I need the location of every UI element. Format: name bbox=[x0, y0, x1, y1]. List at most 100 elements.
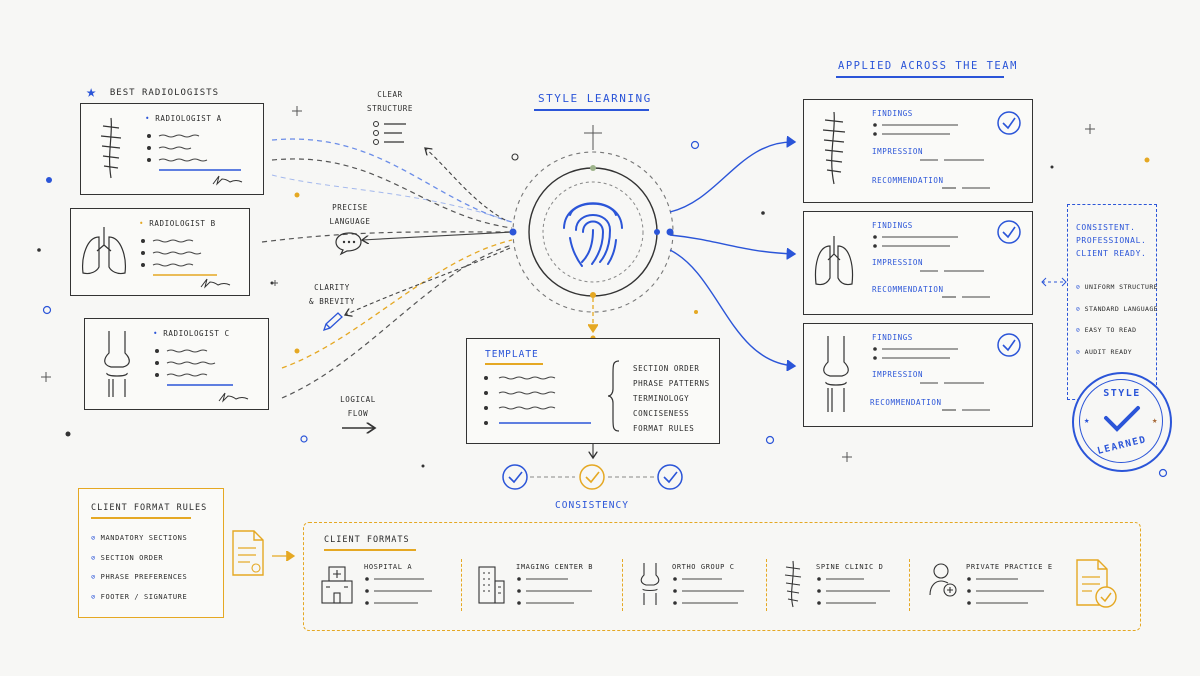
recommendation-label: Recommendation bbox=[872, 285, 944, 294]
spine-icon bbox=[822, 111, 846, 185]
approved-document-icon bbox=[1076, 559, 1117, 608]
client-rules-title: Client Format Rules bbox=[91, 503, 208, 513]
text-lines bbox=[365, 577, 432, 605]
findings-label: Findings bbox=[872, 221, 913, 230]
applied-underline bbox=[836, 76, 1004, 78]
radiologist-a-label: Radiologist A bbox=[155, 114, 222, 123]
text-lines bbox=[147, 134, 243, 186]
benefit-item: ⊘ Uniform Structure bbox=[1076, 283, 1158, 291]
impression-label: Impression bbox=[872, 258, 924, 267]
findings-label: Findings bbox=[872, 333, 913, 342]
client-ortho-group-c: Ortho Group C bbox=[672, 563, 735, 571]
client-private-practice-e: Private Practice E bbox=[966, 563, 1053, 571]
text-lines bbox=[484, 376, 591, 425]
stamp-top-text: Style bbox=[1103, 388, 1141, 399]
style-learning-underline bbox=[534, 109, 649, 111]
check-circle-icon: ⊘ bbox=[91, 592, 96, 601]
check-circle-icon: ⊘ bbox=[1076, 326, 1081, 334]
radiologist-b-label: Radiologist B bbox=[149, 219, 216, 228]
spine-icon bbox=[100, 117, 122, 179]
benefits-panel: Consistent. Professional. Client Ready. … bbox=[1067, 204, 1158, 400]
precise-language-label: Precise Language bbox=[329, 203, 371, 226]
check-circle-icon bbox=[997, 333, 1021, 357]
check-icon bbox=[1104, 406, 1140, 432]
radiologist-c-label: Radiologist C bbox=[163, 329, 230, 338]
findings-label: Findings bbox=[872, 109, 913, 118]
spine-icon bbox=[784, 560, 802, 608]
speech-bubble-icon bbox=[335, 232, 362, 256]
template-item: Conciseness bbox=[633, 409, 690, 418]
check-circle-icon bbox=[997, 111, 1021, 135]
rule-item: ⊘ Footer / Signature bbox=[91, 592, 188, 601]
best-radiologists-heading: ★ Best Radiologists bbox=[86, 82, 220, 102]
hospital-icon bbox=[321, 566, 353, 604]
lungs-icon bbox=[82, 227, 126, 275]
text-lines bbox=[155, 349, 249, 403]
template-item: Phrase Patterns bbox=[633, 379, 710, 388]
radiologist-card-c: • Radiologist C bbox=[84, 318, 269, 410]
template-item: Section Order bbox=[633, 364, 700, 373]
text-lines bbox=[873, 235, 990, 298]
client-formats-title: Client Formats bbox=[324, 535, 410, 545]
client-rules-list: ⊘ Mandatory Sections ⊘ Section Order ⊘ P… bbox=[91, 529, 187, 607]
text-lines bbox=[517, 577, 592, 605]
template-card: Template Section Order Phrase Patterns T… bbox=[466, 338, 720, 444]
template-title: Template bbox=[485, 349, 539, 360]
check-circle-icon: ⊘ bbox=[91, 534, 96, 542]
rule-item: ⊘ Mandatory Sections bbox=[91, 534, 188, 542]
text-lines bbox=[967, 577, 1044, 605]
client-imaging-center-b: Imaging Center B bbox=[516, 563, 594, 571]
clear-structure-label: Clear Structure bbox=[366, 90, 414, 113]
rule-item: ⊘ Section Order bbox=[91, 553, 164, 562]
check-circle-icon: ⊘ bbox=[1076, 283, 1081, 291]
impression-label: Impression bbox=[872, 370, 924, 379]
output-card-spine: Findings Impression Recommendation bbox=[803, 99, 1033, 203]
person-plus-icon bbox=[929, 563, 957, 597]
template-items: Section Order Phrase Patterns Terminolog… bbox=[633, 361, 710, 436]
benefits-title: Consistent. Professional. Client Ready. bbox=[1076, 223, 1147, 258]
list-icon bbox=[373, 121, 406, 145]
benefit-item: ⊘ Easy to Read bbox=[1076, 326, 1137, 334]
text-lines bbox=[141, 239, 231, 289]
style-learning-title: Style Learning bbox=[538, 92, 652, 105]
benefit-item: ⊘ Standard Language bbox=[1076, 304, 1158, 313]
template-item: Terminology bbox=[633, 394, 690, 403]
logical-flow-label: Logical Flow bbox=[340, 395, 376, 418]
recommendation-label: Recommendation bbox=[872, 176, 944, 185]
text-lines bbox=[873, 123, 990, 189]
check-circle-icon: ⊘ bbox=[91, 573, 96, 581]
client-format-rules-card: Client Format Rules ⊘ Mandatory Sections… bbox=[78, 488, 224, 618]
star-icon: ★ bbox=[1084, 416, 1090, 426]
benefit-item: ⊘ Audit Ready bbox=[1076, 347, 1133, 356]
text-lines bbox=[817, 577, 890, 605]
output-card-knee: Findings Impression Recommendation bbox=[803, 323, 1033, 427]
knee-icon bbox=[640, 563, 660, 605]
output-card-lungs: Findings Impression Recommendation bbox=[803, 211, 1033, 315]
rule-item: ⊘ Phrase Preferences bbox=[91, 573, 188, 581]
clarity-brevity-label: Clarity & Brevity bbox=[308, 283, 356, 306]
template-item: Format Rules bbox=[633, 424, 695, 433]
fingerprint-icon bbox=[563, 202, 623, 267]
star-icon: ★ bbox=[1152, 416, 1158, 426]
client-hospital-a: Hospital A bbox=[364, 563, 413, 571]
consistency-label: Consistency bbox=[555, 500, 629, 511]
brace-icon bbox=[607, 360, 620, 432]
knee-icon bbox=[104, 331, 130, 397]
check-circle-icon: ⊘ bbox=[1076, 347, 1081, 356]
pencil-icon bbox=[322, 312, 343, 332]
applied-across-title: Applied Across the Team bbox=[838, 60, 1018, 72]
client-spine-clinic-d: Spine Clinic D bbox=[816, 563, 884, 571]
style-learned-stamp: Style ★ ★ Learned bbox=[1072, 372, 1172, 472]
building-icon bbox=[478, 566, 505, 604]
knee-icon bbox=[823, 336, 849, 412]
impression-label: Impression bbox=[872, 147, 924, 156]
benefits-list: ⊘ Uniform Structure ⊘ Standard Language … bbox=[1076, 277, 1158, 363]
lungs-icon bbox=[814, 236, 854, 286]
text-lines bbox=[873, 347, 990, 411]
check-circle-icon bbox=[997, 220, 1021, 244]
recommendation-label: Recommendation bbox=[870, 398, 942, 407]
client-formats-panel: Client Formats Hospital A Imaging Center… bbox=[303, 522, 1141, 631]
star-icon: ★ bbox=[86, 82, 97, 102]
radiologist-card-b: • Radiologist B bbox=[70, 208, 250, 296]
document-icon bbox=[232, 530, 264, 576]
